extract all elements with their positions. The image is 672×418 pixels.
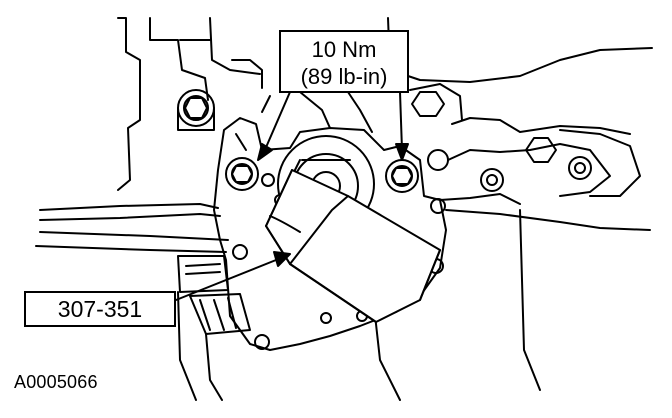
transmission-housing-left — [35, 17, 263, 253]
transmission-housing-right — [369, 17, 653, 401]
torque-leader-arrows — [257, 91, 409, 161]
tool-leader-arrow — [175, 251, 291, 301]
torque-imperial-label: (89 lb-in) — [300, 64, 388, 89]
figure-id-label: A0005066 — [14, 372, 98, 392]
lower-bracket — [177, 255, 251, 401]
housing-bolt-left — [177, 89, 215, 131]
special-tool-block — [265, 169, 441, 323]
mounting-bolt-right — [385, 159, 419, 193]
tool-number-label: 307-351 — [57, 296, 143, 322]
actuator-mounting-plate — [213, 79, 447, 351]
mounting-bolt-left — [225, 157, 259, 191]
torque-spec-callout: 10 Nm (89 lb-in) — [279, 30, 409, 93]
torque-metric-label: 10 Nm — [311, 37, 377, 62]
tool-number-callout: 307-351 — [24, 291, 176, 327]
